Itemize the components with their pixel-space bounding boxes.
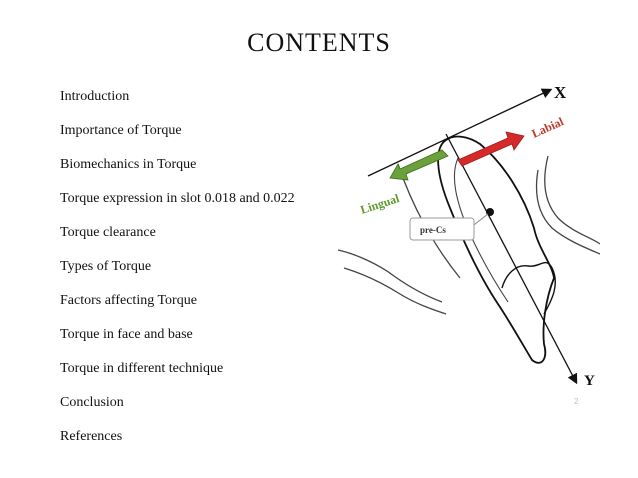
page-number: 2 (574, 397, 579, 406)
root-outline (501, 261, 556, 315)
lingual-label: Lingual (359, 191, 402, 217)
torque-diagram: X Y pre-Cs Labial Lingual (338, 78, 600, 396)
contents-item: Conclusion (60, 395, 124, 410)
contents-item: Torque in face and base (60, 327, 193, 342)
x-axis-line (367, 88, 553, 177)
slide-title: CONTENTS (247, 28, 391, 57)
bone-outline-right-inner (535, 169, 600, 255)
gum-outline-left (338, 249, 443, 303)
callout-box (409, 217, 475, 241)
bone-outline-right (544, 155, 600, 245)
gum-outline-left-inner (343, 267, 447, 315)
contents-item: Biomechanics in Torque (60, 157, 197, 172)
labial-arrow (457, 131, 525, 167)
contents-item: Importance of Torque (60, 123, 182, 138)
contents-item: Torque expression in slot 0.018 and 0.02… (60, 191, 295, 206)
y-axis-label: Y (584, 373, 595, 389)
labial-label: Labial (530, 114, 567, 141)
tooth-outline (437, 135, 555, 364)
contents-list: Introduction Importance of Torque Biomec… (60, 88, 295, 462)
callout-label: pre-Cs (420, 225, 446, 235)
tooth-torque-svg: X Y pre-Cs Labial Lingual (338, 83, 600, 389)
contents-item: Types of Torque (60, 259, 152, 274)
contents-item: References (60, 429, 123, 444)
contents-item: Torque in different technique (60, 361, 224, 376)
contents-item: Introduction (60, 89, 130, 104)
contents-item: Factors affecting Torque (60, 293, 197, 308)
lingual-arrow (389, 149, 449, 181)
contents-item: Torque clearance (60, 225, 156, 240)
y-axis-line (445, 133, 578, 385)
x-axis-label: X (554, 83, 567, 102)
